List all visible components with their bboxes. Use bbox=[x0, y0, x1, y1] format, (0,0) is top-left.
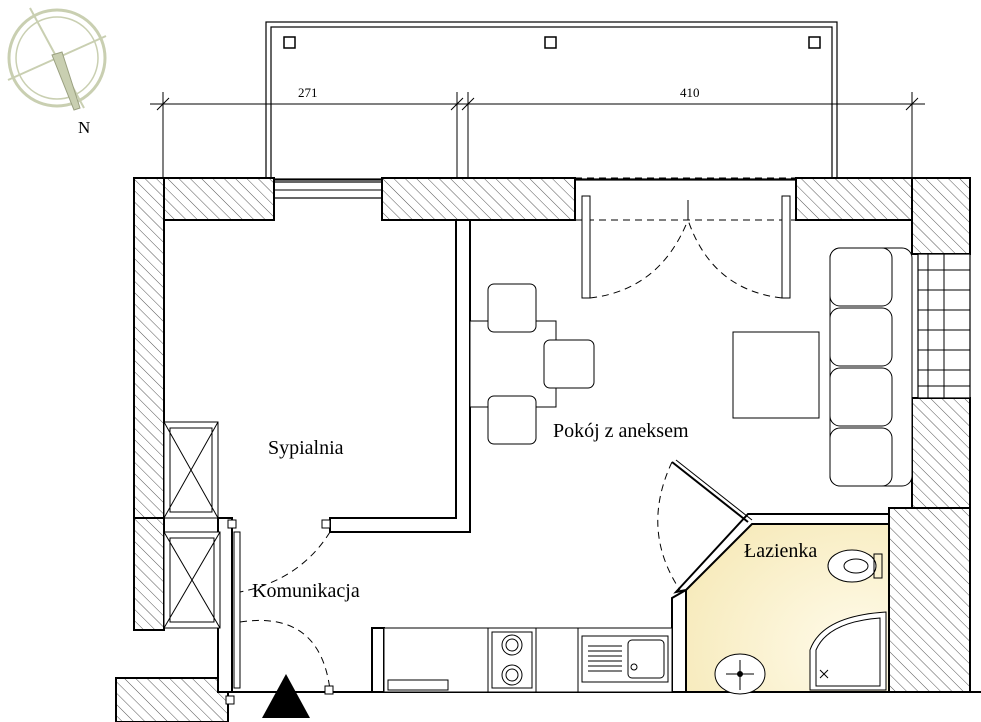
dimension-right: 410 bbox=[680, 85, 700, 100]
wardrobe bbox=[163, 421, 221, 629]
compass-rose-icon bbox=[7, 7, 107, 111]
exterior-walls bbox=[115, 177, 971, 722]
dining-set bbox=[469, 283, 595, 445]
kitchen-counter bbox=[383, 627, 673, 693]
hall-doors bbox=[225, 531, 334, 705]
balcony-door bbox=[575, 177, 796, 299]
room-label-bedroom: Sypialnia bbox=[268, 437, 344, 459]
entrance-arrow-icon bbox=[262, 674, 310, 718]
room-label-living: Pokój z aneksem bbox=[553, 420, 689, 442]
north-label: N bbox=[78, 118, 90, 137]
toilet-icon bbox=[827, 549, 883, 583]
dimension-left: 271 bbox=[298, 85, 318, 100]
room-label-hall: Komunikacja bbox=[252, 580, 360, 602]
windows bbox=[273, 181, 971, 399]
washbasin-icon bbox=[714, 653, 766, 695]
bathroom-door bbox=[657, 459, 753, 591]
stove-icon bbox=[491, 631, 533, 689]
room-label-bathroom: Łazienka bbox=[744, 540, 817, 562]
balcony bbox=[265, 21, 838, 181]
coffee-table bbox=[732, 331, 820, 419]
interior-walls bbox=[163, 219, 981, 693]
shower-icon bbox=[809, 611, 887, 691]
sink-icon bbox=[581, 635, 669, 683]
sofa bbox=[829, 247, 913, 487]
